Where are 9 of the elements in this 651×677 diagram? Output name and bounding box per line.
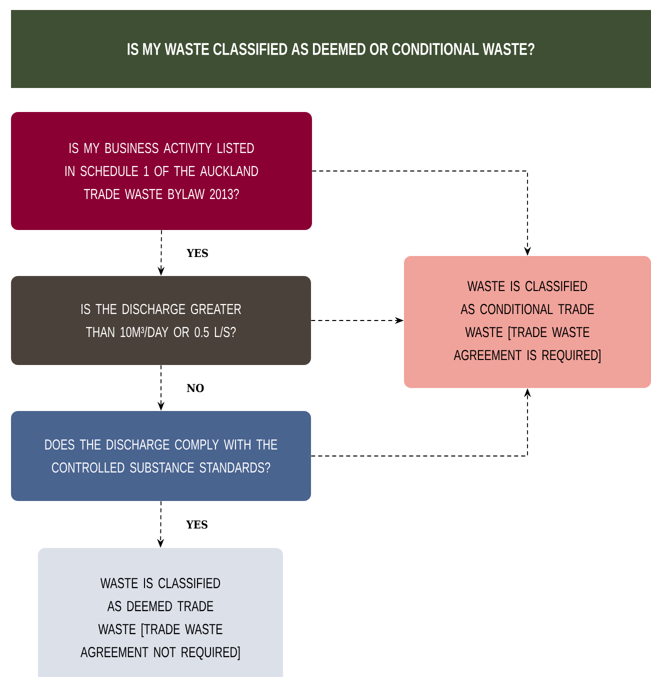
title-banner: IS MY WASTE CLASSIFIED AS DEEMED OR CONDITIONAL WASTE? — [11, 10, 651, 88]
decision-box: IS MY BUSINESS ACTIVITY LISTED IN SCHEDULE 1 OF THE AUCKLAND TRADE WASTE BYLAW 2013? — [11, 112, 312, 230]
decision-box: IS THE DISCHARGE GREATER THAN 10M³/DAY OR 0.5 L/S? — [11, 276, 311, 365]
outcome-box: WASTE IS CLASSIFIED AS CONDITIONAL TRADE WASTE [TRADE WASTE AGREEMENT IS REQUIRED] — [404, 256, 651, 388]
edge-label: NO — [186, 384, 204, 392]
edge-label: YES — [186, 520, 208, 529]
edge-label: YES — [186, 248, 208, 258]
decision-box: DOES THE DISCHARGE COMPLY WITH THE CONTROLLED SUBSTANCE STANDARDS? — [11, 411, 311, 501]
outcome-box: WASTE IS CLASSIFIED AS DEEMED TRADE WASTE [TRADE WASTE AGREEMENT NOT REQUIRED] — [38, 548, 283, 677]
